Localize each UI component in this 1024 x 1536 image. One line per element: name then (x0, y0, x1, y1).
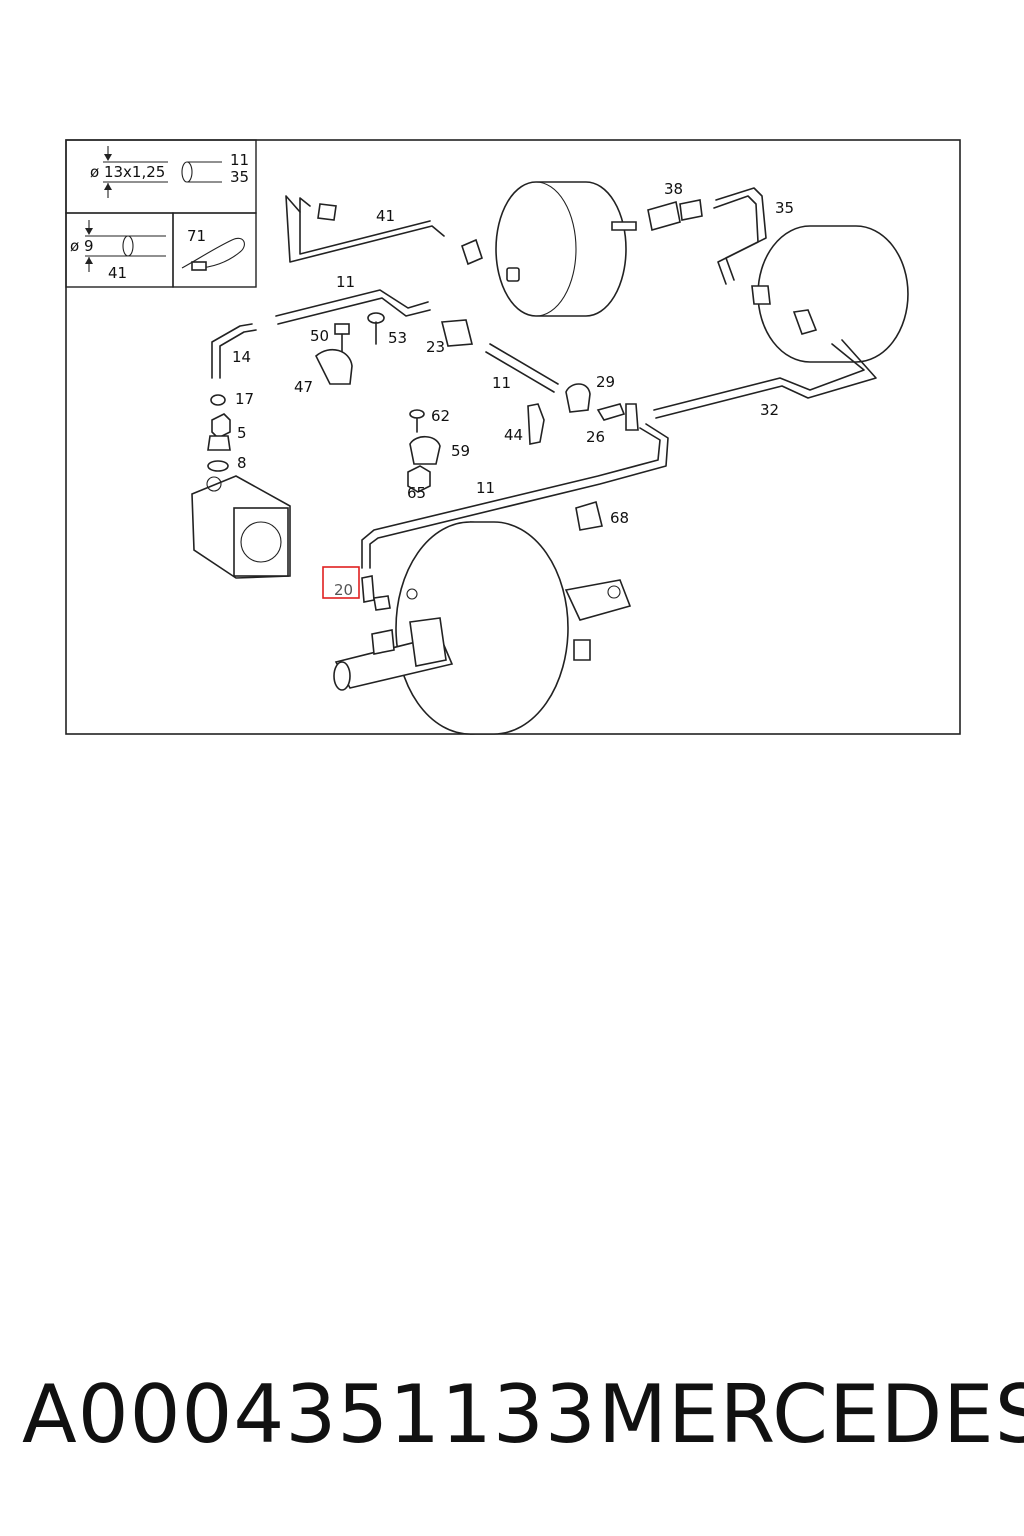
callout-53: 53 (388, 329, 407, 347)
callout-20: 20 (334, 581, 353, 599)
callout-59: 59 (451, 442, 470, 460)
hose-lines (211, 187, 877, 569)
brake-booster (395, 521, 632, 735)
callout-8: 8 (237, 454, 247, 472)
callout-65: 65 (407, 484, 426, 502)
callout-11-top: 11 (336, 273, 355, 291)
callout-11-bottom: 11 (476, 479, 495, 497)
callout-47: 47 (294, 378, 313, 396)
diagram-frame (65, 139, 961, 735)
small-parts (207, 199, 703, 611)
part-number: A0004351133 (22, 1368, 597, 1461)
legend-dim2-label: ø 9 (70, 237, 94, 255)
callout-32: 32 (760, 401, 779, 419)
callout-29: 29 (596, 373, 615, 391)
parts-diagram: ø 13x1,25 11 35 ø 9 41 71 (65, 139, 961, 735)
legend-dim2-part: 41 (108, 264, 127, 282)
callout-41: 41 (376, 207, 395, 225)
callout-62: 62 (431, 407, 450, 425)
vacuum-pump (191, 475, 291, 579)
callout-14: 14 (232, 348, 251, 366)
callout-68: 68 (610, 509, 629, 527)
callout-38: 38 (664, 180, 683, 198)
legend-clamp-part: 71 (187, 227, 206, 245)
legend-dim1-label: ø 13x1,25 (90, 163, 165, 181)
legend-dim1-part-a: 11 (230, 151, 249, 169)
legend: ø 13x1,25 11 35 ø 9 41 71 (65, 139, 257, 288)
callout-11-middle: 11 (492, 374, 511, 392)
footer: A0004351133 MERCEDES (0, 1368, 1024, 1478)
callout-35: 35 (775, 199, 794, 217)
brand-name: MERCEDES (598, 1368, 1024, 1461)
callout-23: 23 (426, 338, 445, 356)
callout-5: 5 (237, 424, 247, 442)
callout-labels: 41 38 35 11 50 53 23 14 47 11 29 17 62 4… (232, 180, 794, 599)
highlight-box (322, 566, 360, 599)
master-cylinder (333, 617, 454, 691)
callout-50: 50 (310, 327, 329, 345)
callout-17: 17 (235, 390, 254, 408)
vacuum-reservoir-2 (751, 225, 909, 363)
callout-26: 26 (586, 428, 605, 446)
vacuum-reservoir-1 (461, 181, 637, 317)
legend-dim1-part-b: 35 (230, 168, 249, 186)
callout-44: 44 (504, 426, 523, 444)
